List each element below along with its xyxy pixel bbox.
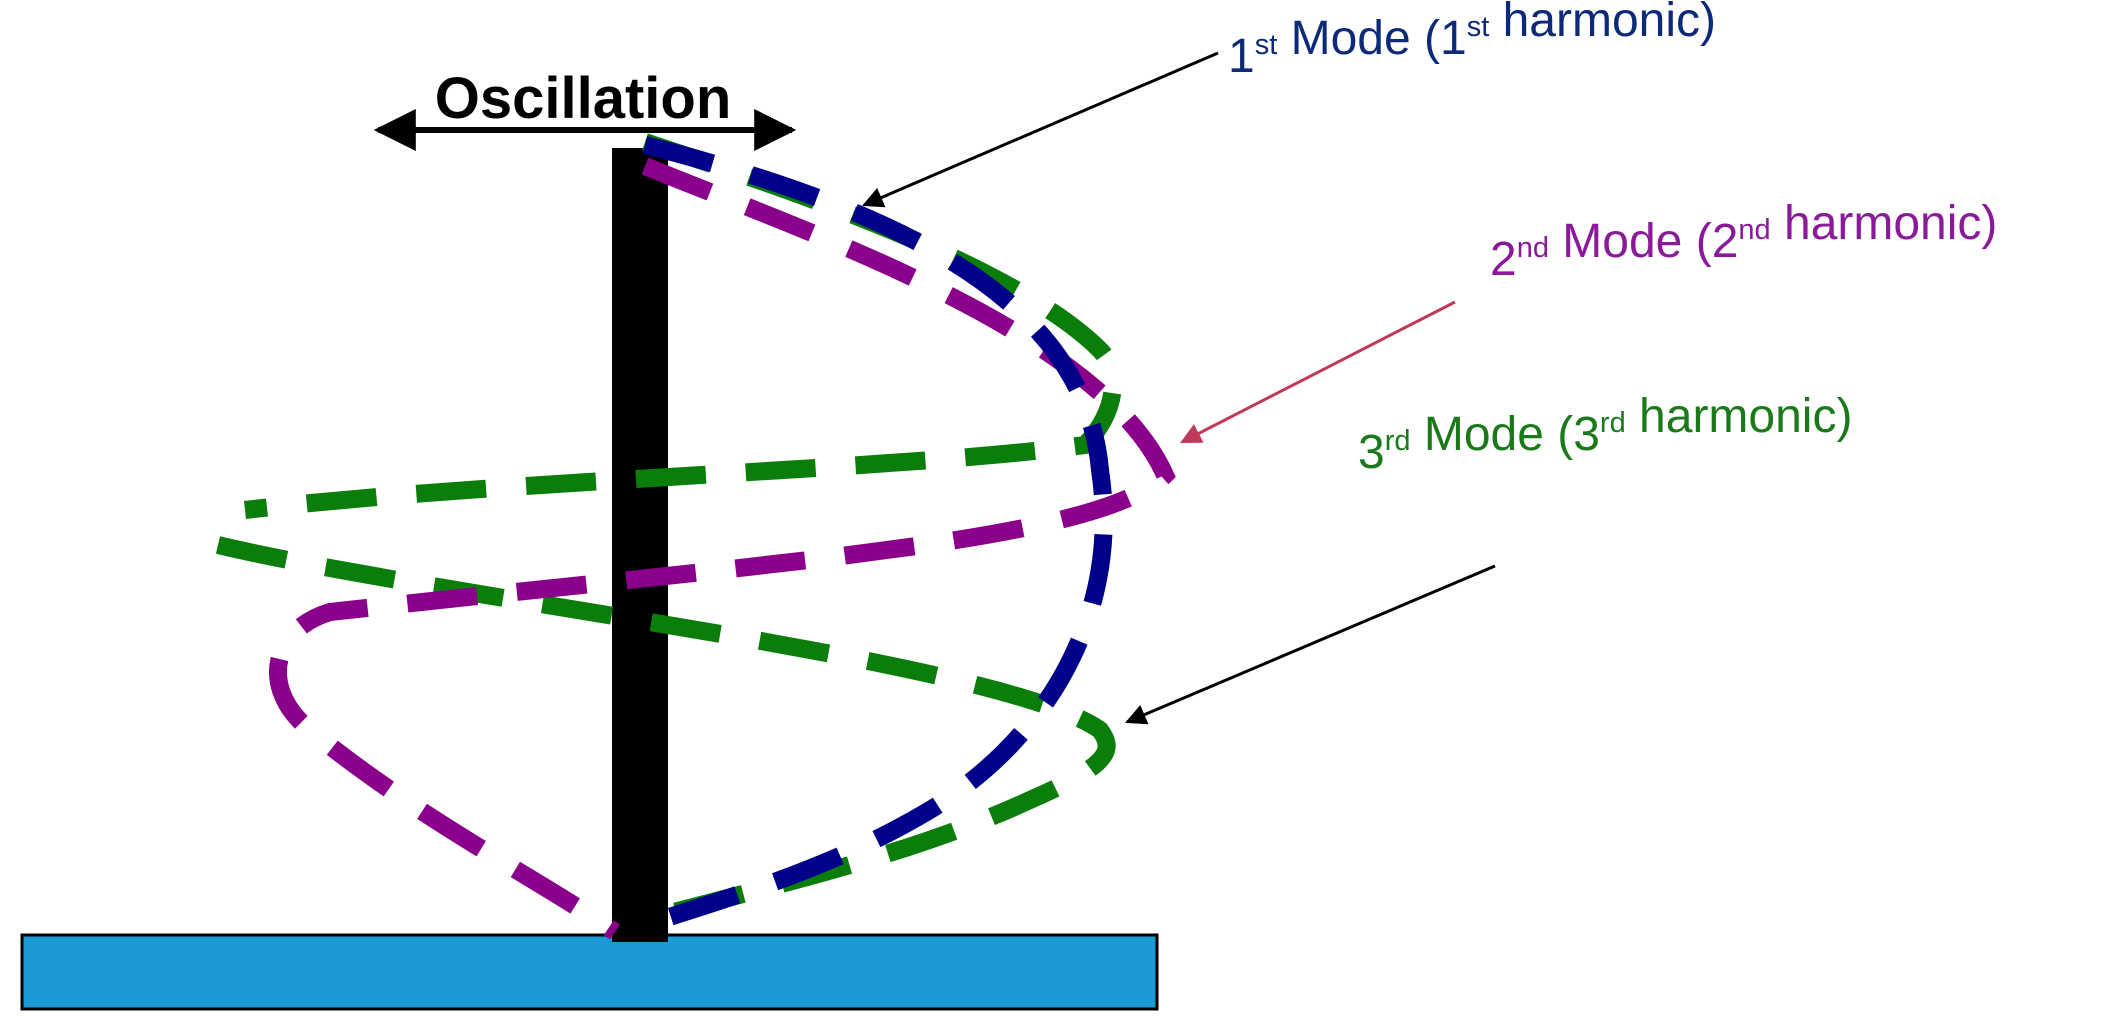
mode-3-pointer-arrow <box>1125 564 1496 725</box>
mode-label-middle: Mode (3 <box>1411 408 1600 461</box>
mode-label-suffix: harmonic) <box>1771 197 1998 250</box>
mode-1-pointer-arrow <box>862 51 1219 208</box>
mode-label-middle: Mode (2 <box>1549 215 1738 268</box>
mode-label-number: 3 <box>1358 426 1385 479</box>
mode-label-ordinal: st <box>1467 11 1490 43</box>
mode-2-curve <box>269 157 1176 940</box>
mode-label-number: 1 <box>1228 30 1255 83</box>
mode-label-suffix: harmonic) <box>1489 0 1716 47</box>
mode-2-pointer-arrow <box>1180 300 1456 444</box>
mode-label-middle: Mode (1 <box>1277 12 1466 65</box>
mode-3-curve-upper <box>243 133 1122 519</box>
mode-label-ordinal: rd <box>1385 425 1411 457</box>
mode-label-suffix: harmonic) <box>1626 390 1853 443</box>
oscillation-label: Oscillation <box>435 66 732 131</box>
mode-label-ordinal: st <box>1255 29 1278 61</box>
beam <box>612 148 668 942</box>
mode-1-label: 1st Mode (1st harmonic) <box>1228 0 1716 83</box>
mode-label-ordinal: rd <box>1600 407 1626 439</box>
mode-3-curve-lower <box>215 536 1116 929</box>
mode-label-ordinal: nd <box>1517 232 1549 264</box>
mode-label-ordinal: nd <box>1738 214 1770 246</box>
mode-2-label: 2nd Mode (2nd harmonic) <box>1490 197 1997 286</box>
mode-label-number: 2 <box>1490 233 1517 286</box>
mode-3-label: 3rd Mode (3rd harmonic) <box>1358 390 1852 479</box>
base-block <box>20 933 1159 1011</box>
mode-1-curve <box>642 136 1113 934</box>
